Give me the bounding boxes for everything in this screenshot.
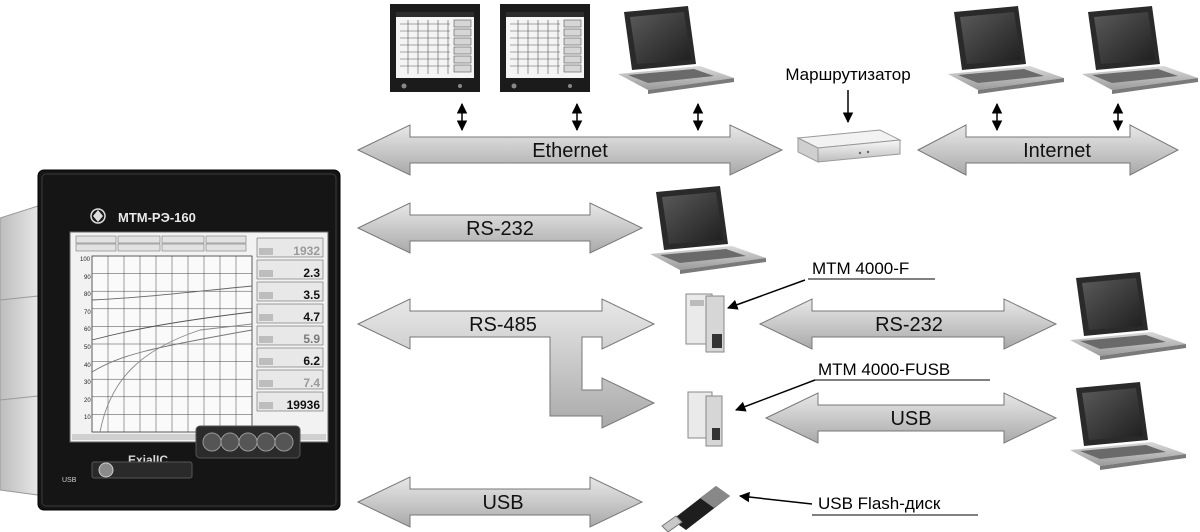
rs232-right-bus: RS-232 [758, 298, 1058, 350]
y-axis-ticks: 100 90 80 70 60 50 40 30 20 10 [80, 257, 91, 421]
flash-label: USB Flash-диск [818, 494, 941, 513]
y-tick: 30 [84, 380, 91, 386]
converter-fusb-pointer-arrow [735, 379, 816, 412]
rs232-right-label: RS-232 [875, 314, 943, 336]
usb-port-label: USB [62, 477, 77, 484]
y-tick: 40 [84, 363, 91, 369]
converter-fusb-icon [687, 391, 723, 447]
front-button [202, 432, 222, 452]
laptop-icon [948, 6, 1064, 94]
y-tick: 60 [84, 327, 91, 333]
laptop-icon [1082, 6, 1198, 94]
y-tick: 90 [84, 275, 91, 281]
reading-value: 19936 [287, 398, 321, 412]
usb-right-label: USB [890, 408, 931, 430]
front-button [238, 432, 258, 452]
usb-flash-icon [661, 486, 730, 532]
front-button [256, 432, 276, 452]
reading-value: 7.4 [303, 376, 320, 390]
front-button [220, 432, 240, 452]
laptop-icon [650, 186, 766, 274]
laptop-icon [1070, 272, 1186, 360]
internet-bus: Internet [916, 124, 1180, 176]
converter-f-icon [685, 293, 725, 353]
y-tick: 80 [84, 292, 91, 298]
usb-right-bus: USB [764, 392, 1058, 444]
brand-logo-icon [90, 208, 106, 224]
usb-bottom-bus: USB [356, 476, 644, 528]
converter-f-label: МТМ 4000-F [812, 259, 909, 278]
ethernet-label: Ethernet [532, 140, 608, 162]
converter-fusb-label: МТМ 4000-FUSB [818, 360, 950, 379]
rs232-left-label: RS-232 [466, 218, 534, 240]
y-tick: 50 [84, 345, 91, 351]
panel-monitor [389, 3, 481, 93]
recorder-device: МТМ-РЭ-160 1 [0, 169, 341, 511]
laptop-icon [1070, 382, 1186, 470]
panel-monitor [499, 3, 591, 93]
flash-pointer-arrow [738, 491, 813, 505]
ethernet-bus: Ethernet [356, 124, 784, 176]
y-tick: 20 [84, 398, 91, 404]
laptop-icon [618, 6, 734, 94]
reading-value: 3.5 [303, 288, 320, 302]
y-tick: 10 [84, 415, 91, 421]
rs232-left-bus: RS-232 [356, 202, 644, 254]
router-icon [796, 129, 902, 163]
usb-port-icon [98, 462, 114, 478]
device-model-label: МТМ-РЭ-160 [118, 210, 196, 225]
y-tick: 100 [80, 257, 91, 263]
reading-value: 1932 [293, 244, 320, 258]
rs485-label: RS-485 [469, 314, 537, 336]
usb-bottom-label: USB [482, 492, 523, 514]
reading-value: 2.3 [303, 266, 320, 280]
internet-label: Internet [1023, 140, 1091, 162]
connector-arrows [456, 90, 1124, 505]
y-tick: 70 [84, 310, 91, 316]
router-label: Маршрутизатор [785, 65, 910, 84]
converter-f-pointer-arrow [727, 279, 806, 310]
front-button [274, 432, 294, 452]
value-panel: 1932 2.3 3.5 4.7 5.9 6.2 7.4 19936 [256, 237, 324, 412]
rs485-bus: RS-485 [356, 298, 656, 429]
front-buttons [195, 425, 301, 459]
reading-value: 6.2 [303, 354, 320, 368]
reading-value: 5.9 [303, 332, 320, 346]
reading-value: 4.7 [303, 310, 320, 324]
